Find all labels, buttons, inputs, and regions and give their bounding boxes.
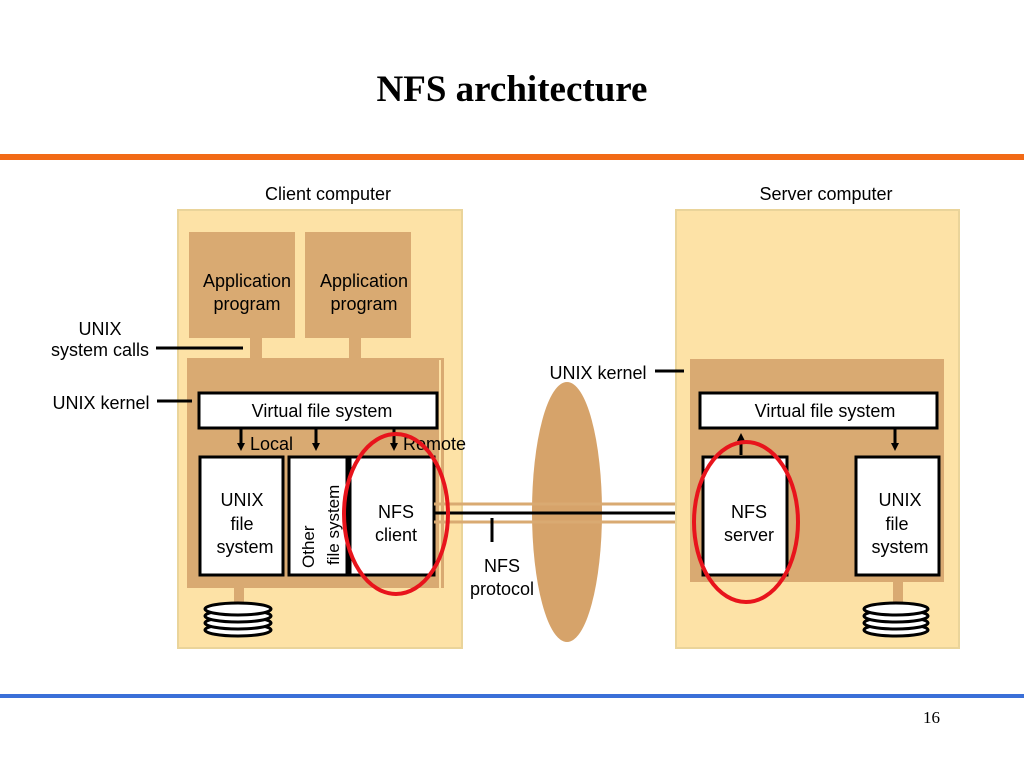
client-virtual-file-system — [197, 391, 439, 430]
application-program-1-box — [189, 232, 295, 338]
nfs-client-line1: NFS — [378, 502, 414, 522]
server-virtual-file-system — [698, 391, 939, 430]
footer-rule — [0, 694, 1024, 698]
server-disk-connector — [893, 582, 903, 606]
nfs-client-line2: client — [375, 525, 417, 545]
nfs-server-line1: NFS — [731, 502, 767, 522]
server-disk-icon — [862, 601, 930, 638]
other-fs-line2: file system — [324, 485, 343, 565]
client-disk-icon — [203, 601, 273, 638]
server-computer-label: Server computer — [759, 184, 892, 204]
application-program-2-box — [305, 232, 411, 338]
page-number: 16 — [923, 708, 940, 727]
application-program-1-line1: Application — [203, 271, 291, 291]
client-unix-kernel-label: UNIX kernel — [52, 393, 149, 413]
server-unix-fs-line2: file — [885, 514, 908, 534]
remote-label: Remote — [403, 434, 466, 454]
unix-system-calls-line1: UNIX — [78, 319, 121, 339]
nfs-client-highlight — [342, 432, 450, 596]
app-2-connector — [349, 338, 361, 360]
client-vfs-label: Virtual file system — [252, 401, 393, 421]
server-unix-fs-line3: system — [871, 537, 928, 557]
client-unix-fs-line3: system — [216, 537, 273, 557]
client-computer-label: Client computer — [265, 184, 391, 204]
client-unix-file-system — [198, 455, 285, 577]
server-unix-file-system — [854, 455, 941, 577]
nfs-protocol-line1: NFS — [484, 556, 520, 576]
server-unix-kernel-label: UNIX kernel — [549, 363, 646, 383]
server-unix-fs-line1: UNIX — [878, 490, 921, 510]
nfs-server-box — [701, 455, 789, 577]
application-program-2-line2: program — [330, 294, 397, 314]
local-label: Local — [250, 434, 293, 454]
other-file-system — [287, 455, 349, 577]
application-program-2-line1: Application — [320, 271, 408, 291]
client-disk-connector — [234, 588, 244, 606]
application-program-1-line2: program — [213, 294, 280, 314]
nfs-server-line2: server — [724, 525, 774, 545]
server-vfs-label: Virtual file system — [755, 401, 896, 421]
client-unix-fs-line1: UNIX — [220, 490, 263, 510]
unix-system-calls-line2: system calls — [51, 340, 149, 360]
title-rule — [0, 154, 1024, 160]
nfs-client-box — [348, 455, 436, 577]
slide-title: NFS architecture — [376, 69, 648, 110]
client-unix-fs-line2: file — [230, 514, 253, 534]
app-1-connector — [250, 338, 262, 360]
other-fs-line1: Other — [299, 525, 318, 568]
nfs-server-highlight — [692, 440, 800, 604]
nfs-protocol-line2: protocol — [470, 579, 534, 599]
